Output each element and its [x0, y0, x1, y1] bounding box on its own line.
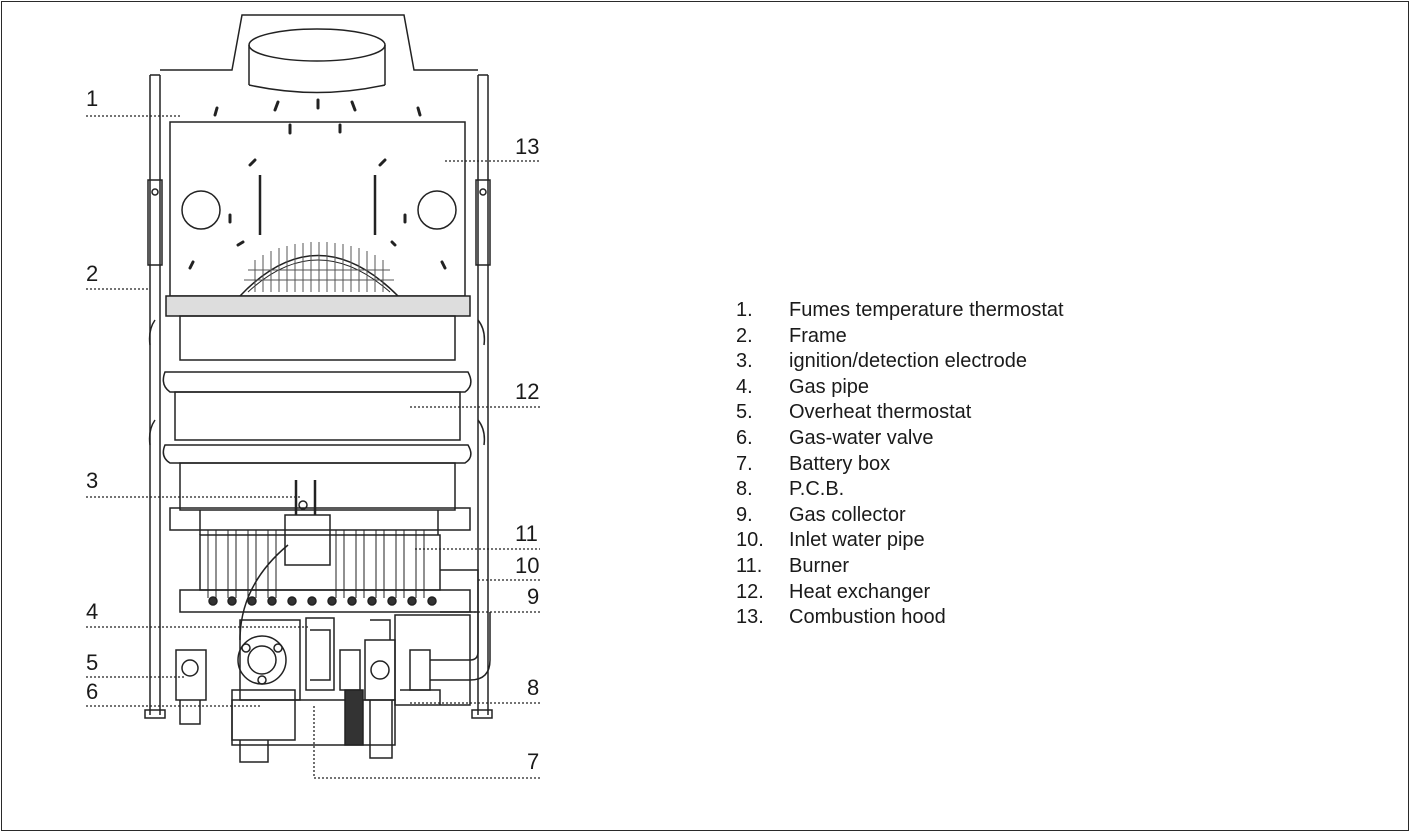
legend-label: P.C.B.: [789, 478, 845, 501]
side-frame: [144, 74, 493, 719]
leader-lines: [86, 115, 540, 779]
legend-number: 1.: [736, 299, 753, 321]
overheat-thermostat: [175, 649, 207, 725]
legend-number: 8.: [736, 478, 753, 501]
legend-item: 10. Inlet water pipe: [736, 528, 1064, 554]
legend-item: 8. P.C.B.: [736, 477, 1064, 503]
callout-7: 7: [527, 749, 540, 774]
legend-label: ignition/detection electrode: [789, 350, 1027, 373]
combustion-hood: [160, 14, 478, 297]
gas-collector: [208, 596, 437, 606]
callout-9: 9: [527, 584, 540, 609]
legend-item: 9. Gas collector: [736, 503, 1064, 529]
legend-label: Frame: [789, 324, 847, 347]
water-heater-diagram: [86, 14, 540, 779]
callout-10: 10: [515, 553, 540, 578]
legend-label: Battery box: [789, 452, 891, 475]
legend-label: Burner: [789, 554, 850, 577]
legend-item: 11. Burner: [736, 554, 1064, 580]
legend-label: Inlet water pipe: [789, 529, 925, 552]
gas-pipe: [364, 619, 396, 759]
legend-label: Gas pipe: [789, 375, 870, 398]
legend-label: Combustion hood: [789, 606, 946, 629]
legend-number: 5.: [736, 401, 753, 424]
callout-12: 12: [515, 379, 540, 404]
callout-6: 6: [86, 679, 99, 704]
callout-1: 1: [86, 86, 99, 111]
callout-13: 13: [515, 134, 540, 159]
legend-item: 6. Gas-water valve: [736, 426, 1064, 452]
legend-number: 3.: [736, 350, 753, 373]
burner: [179, 480, 471, 641]
legend-number: 12.: [736, 580, 764, 603]
legend-number: 4.: [736, 375, 753, 398]
legend-item: 7. Battery box: [736, 452, 1064, 478]
battery-box: [231, 689, 396, 746]
legend-item: 3. ignition/detection electrode: [736, 349, 1064, 375]
parts-legend: 1. Fumes temperature thermostat 2. Frame 3…: [736, 298, 1064, 631]
callout-2: 2: [86, 261, 99, 286]
legend-item: 4. Gas pipe: [736, 375, 1064, 401]
heat-exchanger: [148, 295, 486, 535]
legend-item: 2. Frame: [736, 324, 1064, 350]
legend-number: 2.: [736, 324, 753, 347]
legend-label: Gas collector: [789, 503, 906, 526]
legend-label: Gas-water valve: [789, 426, 934, 449]
legend-item: 13. Combustion hood: [736, 605, 1064, 631]
legend-number: 10.: [736, 529, 764, 552]
callout-4: 4: [86, 599, 99, 624]
legend-number: 13.: [736, 606, 764, 629]
legend-number: 9.: [736, 503, 753, 526]
legend-number: 6.: [736, 426, 753, 449]
legend-number: 7.: [736, 452, 753, 475]
legend-number: 11.: [736, 554, 763, 577]
legend-item: 5. Overheat thermostat: [736, 400, 1064, 426]
legend-label: Fumes temperature thermostat: [789, 299, 1064, 321]
legend-item: 1. Fumes temperature thermostat: [736, 298, 1064, 324]
gas-water-valve: [231, 617, 361, 763]
callout-11: 11: [515, 521, 538, 546]
callout-3: 3: [86, 468, 99, 493]
callout-5: 5: [86, 650, 99, 675]
legend-label: Heat exchanger: [789, 580, 931, 603]
legend-item: 12. Heat exchanger: [736, 580, 1064, 606]
legend-label: Overheat thermostat: [789, 401, 972, 424]
callout-8: 8: [527, 675, 540, 700]
